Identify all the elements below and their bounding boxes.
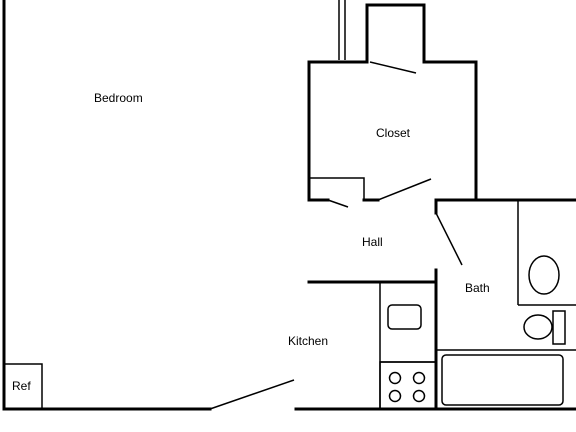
entry-door [209, 379, 295, 410]
stove [379, 361, 437, 410]
bathtub [441, 354, 564, 406]
room-label-bedroom: Bedroom [94, 91, 143, 105]
stove-burner [412, 389, 426, 403]
bath-door [435, 212, 463, 266]
stove-burner [388, 371, 402, 385]
closet-door [377, 178, 432, 201]
room-label-ref: Ref [12, 379, 31, 393]
room-label-kitchen: Kitchen [288, 334, 328, 348]
room-label-closet: Closet [376, 126, 411, 140]
room-label-hall: Hall [362, 235, 383, 249]
stove-burner [388, 389, 402, 403]
stove-burner [412, 371, 426, 385]
closet-shelf [309, 177, 365, 200]
doors [209, 61, 463, 410]
closet-shelf-door [327, 199, 349, 208]
toilet-tank [552, 310, 566, 345]
fixtures [3, 255, 566, 410]
refrigerator [3, 363, 43, 410]
closet-nook-door [369, 61, 417, 74]
toilet-bowl [523, 314, 553, 340]
room-label-bath: Bath [465, 281, 490, 295]
bathroom-sink [528, 255, 560, 295]
kitchen-sink [387, 304, 422, 330]
